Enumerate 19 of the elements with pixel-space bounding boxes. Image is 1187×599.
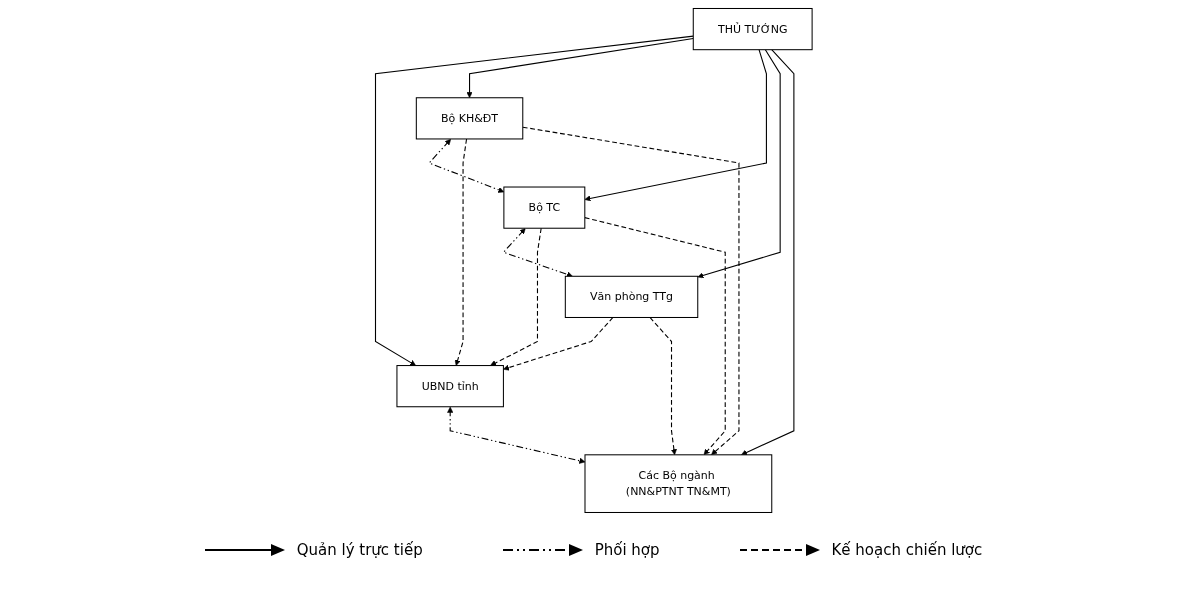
arrow — [697, 48, 781, 278]
legend-label: Kế hoạch chiến lược — [831, 541, 983, 559]
arrow — [740, 48, 795, 455]
node-box: UBND tỉnh — [396, 364, 504, 407]
arrow — [584, 48, 767, 201]
arrow — [502, 316, 614, 371]
node-box: THỦ TƯỚNG — [692, 7, 813, 50]
arrow — [649, 316, 677, 455]
arrow — [454, 137, 467, 366]
node-box: Bộ TC — [503, 186, 585, 229]
legend-label: Quản lý trực tiếp — [296, 541, 423, 559]
node-box: Các Bộ ngành (NN&PTNT TN&MT) — [584, 453, 772, 513]
node-box: Văn phòng TTg — [564, 275, 698, 318]
arrow — [446, 406, 585, 464]
arrow — [502, 227, 573, 277]
arrow — [489, 227, 542, 366]
node-box: Bộ KH&ĐT — [415, 96, 523, 139]
legend-label: Phối hợp — [594, 541, 660, 559]
arrow — [427, 138, 504, 193]
